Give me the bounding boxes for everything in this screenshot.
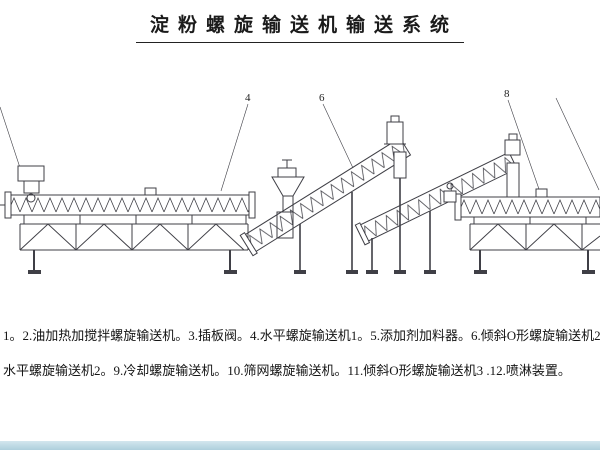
left-support-truss bbox=[19, 215, 249, 274]
leader-line-6 bbox=[322, 103, 354, 169]
drive-motor bbox=[504, 139, 521, 156]
bottom-watermark-bar bbox=[0, 441, 600, 450]
foot-pad bbox=[28, 270, 41, 274]
coupling bbox=[26, 193, 36, 203]
motor-cap bbox=[508, 133, 518, 141]
motor-cap bbox=[390, 115, 400, 123]
drawing-title: 淀粉螺旋输送机输送系统 bbox=[135, 10, 464, 43]
truss-legs bbox=[479, 250, 589, 270]
title-area: 淀粉螺旋输送机输送系统 bbox=[0, 10, 600, 43]
conveyor-tube bbox=[7, 194, 253, 216]
legend-line-1: 1。2.油加热加搅拌螺旋输送机。3.插板阀。4.水平螺旋输送机1。5.添加剂加料… bbox=[3, 328, 600, 343]
foot-pad bbox=[394, 270, 406, 274]
feed-hopper bbox=[271, 176, 305, 197]
horizontal-screw-conveyor-2 bbox=[443, 182, 600, 221]
conveyor-tube bbox=[242, 137, 412, 254]
legend-line-2: 水平螺旋输送机2。9.冷却螺旋输送机。10.筛网螺旋输送机。11.倾斜O形螺旋输… bbox=[3, 363, 571, 378]
drive-motor bbox=[386, 121, 404, 145]
gearbox bbox=[23, 180, 40, 194]
foot-pad bbox=[582, 270, 595, 274]
inspection-port bbox=[535, 188, 548, 198]
leader-line-right-cut bbox=[555, 97, 600, 191]
support-columns bbox=[294, 178, 436, 274]
end-flange bbox=[239, 232, 258, 257]
valve-stem bbox=[282, 159, 292, 168]
bearing-cap bbox=[446, 182, 454, 190]
foot-pad bbox=[346, 270, 358, 274]
callout-6: 6 bbox=[319, 92, 325, 104]
end-bearing bbox=[443, 190, 457, 203]
truss-legs bbox=[33, 250, 231, 270]
right-support-truss bbox=[469, 217, 600, 274]
gate-valve bbox=[277, 167, 297, 178]
discharge-chute bbox=[506, 162, 520, 198]
discharge-chute bbox=[393, 151, 407, 179]
inclined-screw-conveyor-2 bbox=[354, 133, 521, 246]
inspection-port bbox=[144, 187, 157, 196]
end-flange bbox=[454, 193, 462, 221]
callout-4: 4 bbox=[245, 92, 251, 104]
drive-motor bbox=[17, 165, 45, 182]
end-flange bbox=[248, 191, 256, 219]
conveyor-system-diagram: 4 6 8 bbox=[0, 88, 600, 274]
inclined-screw-conveyor-1 bbox=[239, 115, 412, 257]
truss-frame bbox=[469, 217, 600, 251]
truss-frame bbox=[19, 215, 249, 251]
end-flange bbox=[354, 222, 371, 246]
leader-line-4 bbox=[220, 103, 249, 192]
foot-pad bbox=[474, 270, 487, 274]
end-flange bbox=[4, 191, 12, 219]
columns bbox=[299, 178, 431, 270]
callout-numbers: 4 6 8 bbox=[245, 88, 510, 104]
foot-pad bbox=[224, 270, 237, 274]
foot-pad bbox=[294, 270, 306, 274]
legend: 1。2.油加热加搅拌螺旋输送机。3.插板阀。4.水平螺旋输送机1。5.添加剂加料… bbox=[3, 318, 600, 388]
conveyor-tube bbox=[457, 196, 600, 218]
leader-line-8 bbox=[507, 99, 541, 193]
foot-pad bbox=[424, 270, 436, 274]
callout-8: 8 bbox=[504, 88, 510, 100]
horizontal-screw-conveyor-1 bbox=[0, 165, 256, 219]
foot-pad bbox=[366, 270, 378, 274]
